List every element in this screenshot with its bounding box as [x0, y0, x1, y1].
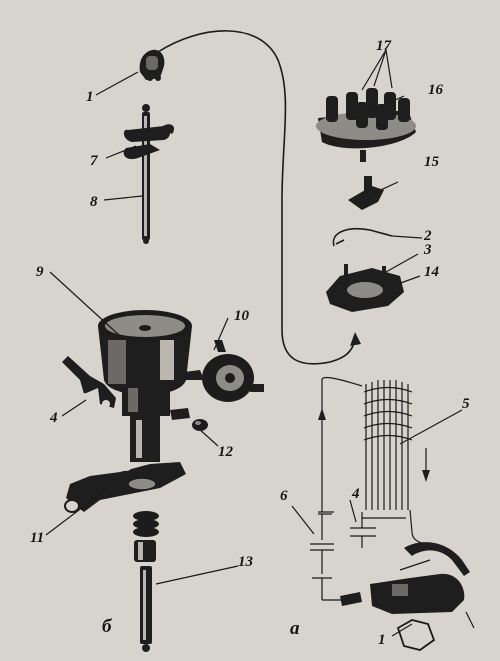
- ignition-schematic: [310, 376, 475, 651]
- part-16-distributor-cap: [316, 88, 416, 162]
- part-11-octane-corrector-plate: [64, 462, 186, 513]
- part-13-drive-shaft: [133, 511, 159, 652]
- label-12: 12: [218, 444, 234, 460]
- part-1-cam-hexagon: [396, 619, 436, 651]
- part-12-adjuster-bushing: [170, 408, 208, 431]
- part-4-condenser-bracket: [62, 356, 116, 408]
- label-14: 14: [424, 264, 440, 280]
- part-17-terminals: [326, 88, 410, 130]
- part-14-breaker-plate: [326, 264, 404, 312]
- part-5-ignition-coil: [363, 380, 413, 510]
- current-arrow-down: [422, 470, 430, 482]
- label-10: 10: [234, 308, 250, 324]
- label-4-schematic: 4: [351, 486, 360, 502]
- label-3: 3: [423, 242, 432, 258]
- part-4-capacitor-symbol: [350, 518, 376, 548]
- label-6: 6: [280, 488, 288, 504]
- part-7-weight-plate: [123, 124, 175, 160]
- part-9-distributor-housing: [98, 310, 192, 462]
- label-4-left: 4: [49, 410, 58, 426]
- part-6-spark-gap: [310, 511, 350, 601]
- label-8: 8: [90, 194, 98, 210]
- label-5: 5: [462, 396, 470, 412]
- label-2: 2: [423, 228, 432, 244]
- current-arrow-up: [318, 408, 326, 420]
- label-1-schematic: 1: [378, 632, 386, 648]
- label-11: 11: [30, 530, 44, 546]
- leader-lines: [45, 49, 463, 637]
- part-8-shaft: [142, 104, 150, 244]
- label-9: 9: [36, 264, 44, 280]
- high-voltage-wire: [157, 30, 356, 365]
- label-7: 7: [90, 153, 98, 169]
- label-17: 17: [376, 38, 392, 54]
- part-1-wire-terminal: [139, 49, 165, 81]
- label-16: 16: [428, 82, 444, 98]
- view-label-b: б: [102, 616, 113, 637]
- wire-arrow-head: [350, 332, 361, 346]
- view-label-a: а: [290, 618, 300, 639]
- label-13: 13: [238, 554, 254, 570]
- part-2-contact-spring: [332, 228, 393, 247]
- label-15: 15: [424, 154, 440, 170]
- part-10-vacuum-regulator: [182, 340, 264, 402]
- breaker-contacts: [340, 542, 475, 629]
- label-1: 1: [86, 89, 94, 105]
